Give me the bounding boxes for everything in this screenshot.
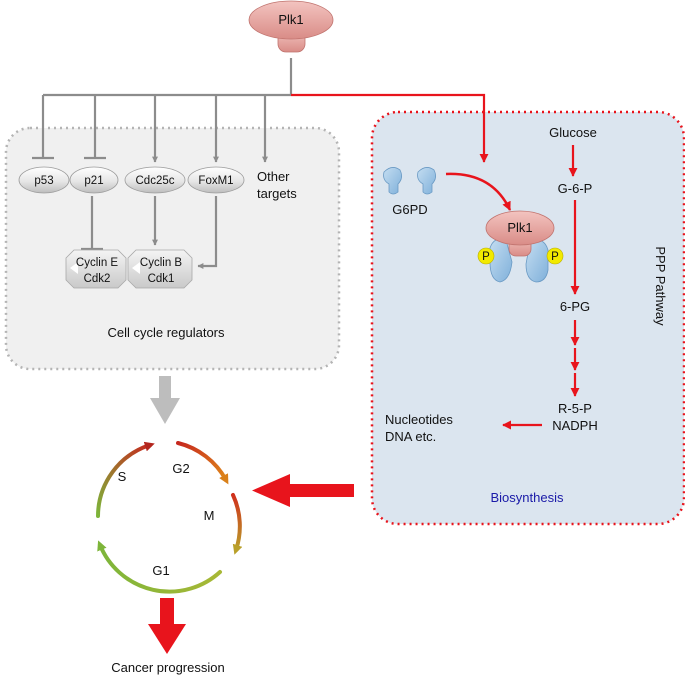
- cyclin-e-label: Cyclin E: [76, 257, 119, 269]
- target-cdc25c: Cdc25c: [124, 166, 186, 194]
- cycle-arc-g1: [97, 540, 222, 594]
- cancer-progression-label: Cancer progression: [111, 660, 224, 675]
- cycle-arc-s: [96, 441, 155, 518]
- target-p53: p53: [18, 166, 70, 194]
- other-targets-label-2: targets: [257, 186, 297, 201]
- cycle-s-label: S: [118, 469, 127, 484]
- target-p53-label: p53: [34, 175, 53, 187]
- cell-cycle-regulators-label: Cell cycle regulators: [107, 325, 225, 340]
- target-foxm1-label: FoxM1: [198, 175, 233, 187]
- g6pd-monomers: [383, 167, 436, 195]
- phospho-right-label: P: [551, 251, 559, 263]
- ppp-pathway-label: PPP Pathway: [653, 246, 668, 326]
- ppp-to-cycle-red-arrow: [252, 474, 354, 507]
- glucose-label: Glucose: [549, 125, 597, 140]
- phospho-left: [477, 247, 495, 265]
- target-foxm1: FoxM1: [187, 166, 245, 194]
- other-targets-label-1: Other: [257, 169, 290, 184]
- plk1-top-molecule: Plk1: [248, 0, 334, 53]
- plk1-gray-connectors: [32, 58, 293, 269]
- cyclin-e-cdk2-complex: Cyclin E Cdk2: [65, 249, 127, 289]
- cdk1-label: Cdk1: [148, 273, 175, 285]
- g6pd-to-complex-arrow: [445, 172, 512, 211]
- target-p21: p21: [69, 166, 119, 194]
- 6pg-label: 6-PG: [560, 299, 590, 314]
- plk1-to-ppp-red-line: [291, 93, 489, 163]
- target-p21-label: p21: [84, 175, 103, 187]
- cycle-arc-g2: [176, 441, 229, 485]
- r5p-label: R-5-P: [558, 401, 592, 416]
- biosynthesis-label: Biosynthesis: [491, 490, 564, 505]
- phospho-left-label: P: [482, 251, 490, 263]
- ppp-pathway-panel: [370, 110, 685, 526]
- cycle-m-label: M: [204, 508, 215, 523]
- cyclin-b-cdk1-complex: Cyclin B Cdk1: [127, 249, 193, 289]
- nucleotides-label: Nucleotides: [385, 412, 453, 427]
- plk1-complex-label: Plk1: [507, 220, 532, 235]
- plk1-g6pd-complex: Plk1 P P: [477, 210, 564, 283]
- plk1-top-label: Plk1: [278, 12, 303, 27]
- cell-cycle-ring: [96, 441, 243, 594]
- target-cdc25c-label: Cdc25c: [136, 175, 175, 187]
- cycle-to-cancer-red-arrow: [148, 598, 186, 654]
- g6p-label: G-6-P: [558, 181, 593, 196]
- cycle-g1-label: G1: [152, 563, 169, 578]
- nadph-label: NADPH: [552, 418, 598, 433]
- cycle-arc-m: [231, 493, 243, 555]
- gray-down-arrow: [150, 376, 180, 424]
- cycle-g2-label: G2: [172, 461, 189, 476]
- g6pd-label: G6PD: [392, 202, 427, 217]
- dna-etc-label: DNA etc.: [385, 429, 436, 444]
- cdk2-label: Cdk2: [84, 273, 111, 285]
- phospho-right: [546, 247, 564, 265]
- cyclin-b-label: Cyclin B: [140, 257, 183, 269]
